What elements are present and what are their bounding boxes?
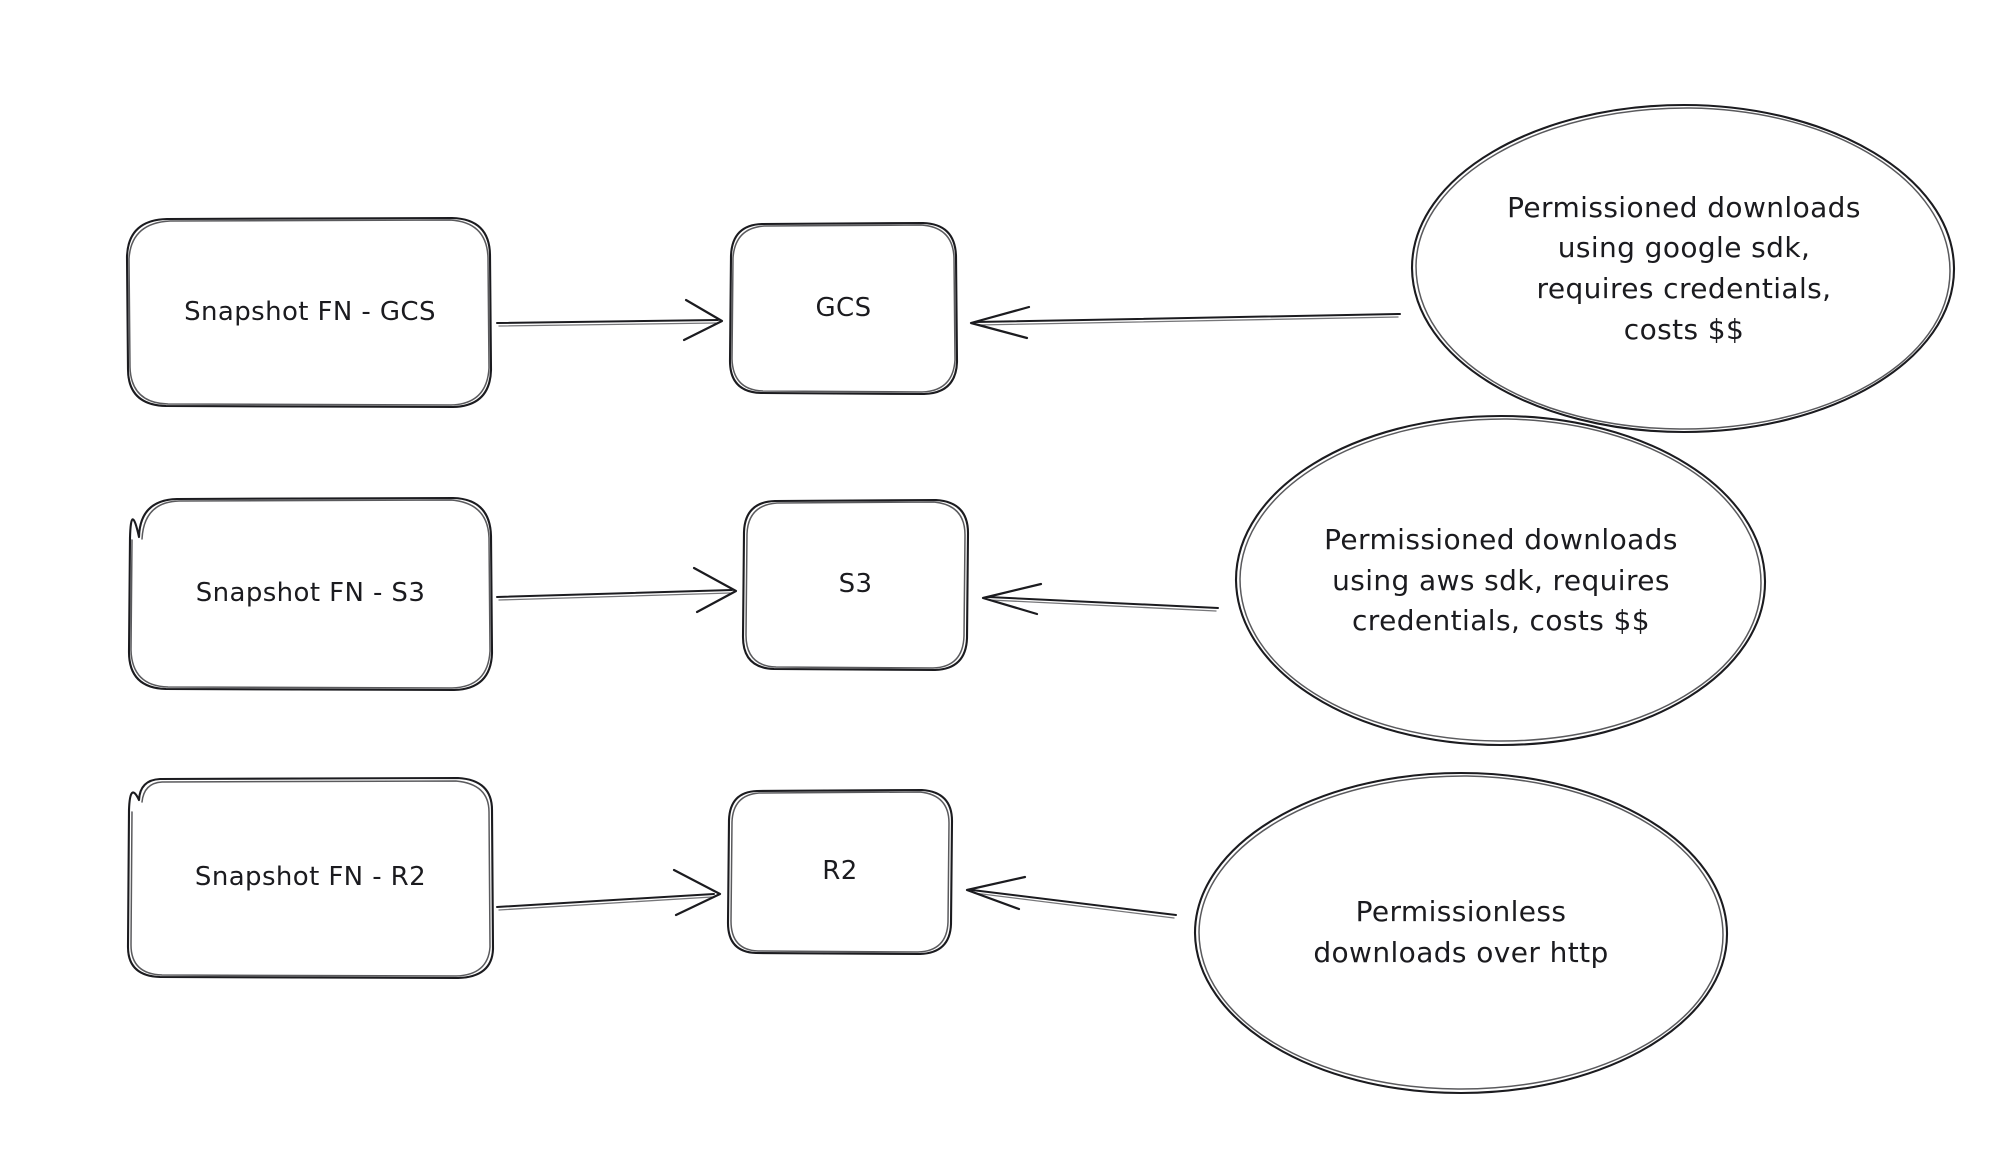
shape-note-ellipse-r2[interactable]: [1193, 771, 1729, 1095]
shape-source-box-gcs[interactable]: [125, 216, 493, 409]
shape-store-box-gcs[interactable]: [728, 221, 959, 396]
node-store-gcs[interactable]: [730, 223, 958, 395]
shape-store-box-r2[interactable]: [726, 788, 954, 956]
node-note-gcs[interactable]: [1412, 104, 1956, 433]
shape-note-ellipse-s3[interactable]: [1234, 414, 1767, 747]
shape-source-box-s3[interactable]: [127, 496, 494, 692]
shape-source-box-r2[interactable]: [126, 776, 495, 980]
node-note-r2[interactable]: [1195, 772, 1728, 1094]
arrow-source-to-store-s3: [496, 566, 738, 614]
node-source-gcs[interactable]: [127, 218, 492, 408]
arrow-source-to-store-gcs: [496, 298, 724, 342]
node-source-s3[interactable]: [128, 498, 493, 691]
arrow-note-to-store-gcs: [969, 305, 1401, 340]
shape-store-box-s3[interactable]: [741, 498, 970, 672]
node-store-r2[interactable]: [728, 790, 953, 955]
arrow-source-to-store-r2: [496, 868, 722, 917]
node-note-s3[interactable]: [1236, 415, 1766, 746]
node-store-s3[interactable]: [743, 500, 969, 671]
shape-note-ellipse-gcs[interactable]: [1410, 103, 1956, 434]
arrow-note-to-store-r2: [965, 875, 1177, 919]
arrow-note-to-store-s3: [981, 582, 1219, 616]
node-source-r2[interactable]: [127, 778, 494, 979]
